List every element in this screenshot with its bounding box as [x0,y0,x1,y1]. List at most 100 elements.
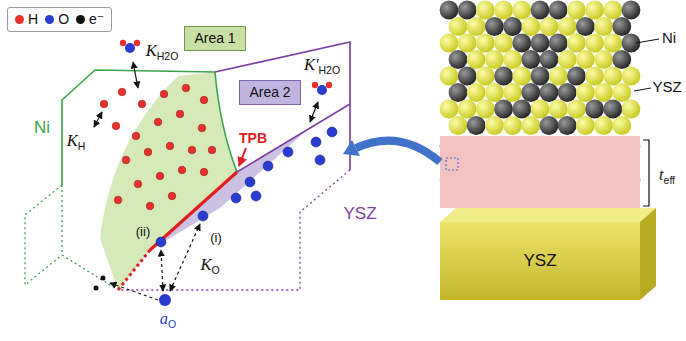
ysz-particle [521,116,540,135]
thickness-label: teff [659,165,675,186]
ysz-particle [449,116,468,135]
ysz-particle [531,100,550,119]
ni-particle [612,50,631,69]
zoom-arrow-head [343,140,360,156]
ysz-particle [594,116,613,135]
hydrogen-atom [166,142,174,150]
oxygen-atoms [156,127,337,247]
oxygen-atom [231,193,241,203]
hydrogen-atom [132,132,140,140]
area-label-box: Area 2 [239,80,301,105]
hydrogen-atom [200,96,208,104]
hydrogen-atoms [100,84,216,210]
ysz-particle [576,50,595,69]
oxygen-atom [263,161,273,171]
oxygen-atom [283,147,293,157]
legend-swatch [15,15,24,24]
ysz-particle [576,116,595,135]
path-number: (ii) [136,224,150,240]
ysz-particle [567,100,586,119]
ni-particle [467,116,486,135]
legend-swatch [76,15,85,24]
hydrogen-atom [156,172,164,180]
rate-constant: KO [200,255,219,276]
oxygen-activity: aO [160,309,176,330]
rate-constant: KH [67,131,86,152]
ysz-particle [603,67,622,86]
legend-box: HOe⁻ [7,7,112,32]
ysz-particle [521,17,540,36]
ni-particle [558,83,577,102]
ni-particle [521,50,540,69]
ysz-particle [549,67,568,86]
ysz-particle [449,17,468,36]
ysz-particle [540,17,559,36]
ysz-outline [215,42,350,172]
ni-particle [521,83,540,102]
ni-particle [512,100,531,119]
oxygen-atom [315,155,325,165]
ni-hidden-edge [25,185,118,290]
slab-top-face [440,208,656,222]
ni-particle [449,83,468,102]
ysz-particle [603,1,622,20]
hydrogen-atom [168,192,176,200]
leader-line [636,39,659,43]
material-label: Ni [662,29,676,47]
legend-item: H [15,11,38,28]
electron-arrow [110,283,158,300]
ni-particle [558,116,577,135]
legend-item: e⁻ [76,11,104,28]
hydrogen-atom [176,110,184,118]
ni-particle [549,1,568,20]
ni-particle [576,17,595,36]
hydrogen-atom [160,90,168,98]
hydrogen-atom [178,166,186,174]
legend-swatch [45,15,54,24]
ysz-particle [594,50,613,69]
hydrogen-atom [146,202,154,210]
oxygen-atom [245,177,255,187]
oxygen-atom [156,237,166,247]
node-text: Area 2 [249,84,290,101]
zoom-box [446,158,458,170]
ni-particle [512,34,531,53]
ysz-particle [494,34,513,53]
ysz-particle [622,67,641,86]
ysz-particle [440,100,459,119]
oxygen-atom [251,191,261,201]
ni-particle [567,67,586,86]
hydrogen-atom [198,124,206,132]
ni-particle [540,116,559,135]
ysz-particle [594,17,613,36]
ysz-particle [458,100,477,119]
hydrogen-atom [200,168,208,176]
rate-constant: K'H2O [304,55,340,76]
ysz-particle [585,34,604,53]
ysz-particle [558,50,577,69]
ni-particle [458,1,477,20]
ysz-particle [585,1,604,20]
ni-particle [603,100,622,119]
hydrogen-atom [182,84,190,92]
ysz-hidden-edge [118,170,350,290]
oxygen-atom [311,137,321,147]
ysz-particle [440,67,459,86]
ysz-particle [576,83,595,102]
exchange-arrow [133,62,138,88]
ysz-particle [567,34,586,53]
ysz-particle [503,116,522,135]
ysz-particle [622,100,641,119]
leader-line [634,88,651,91]
hydrogen-atom [208,146,216,154]
ni-particle [531,34,550,53]
tpb-line [150,172,237,250]
ni-particle [531,67,550,86]
exchange-arrow [94,112,102,127]
ysz-particle [612,83,631,102]
ni-particle [458,67,477,86]
ni-particle [503,17,522,36]
tpb-label: TPB [239,130,267,147]
legend-text: H [28,11,38,28]
legend-item: O [45,11,69,28]
